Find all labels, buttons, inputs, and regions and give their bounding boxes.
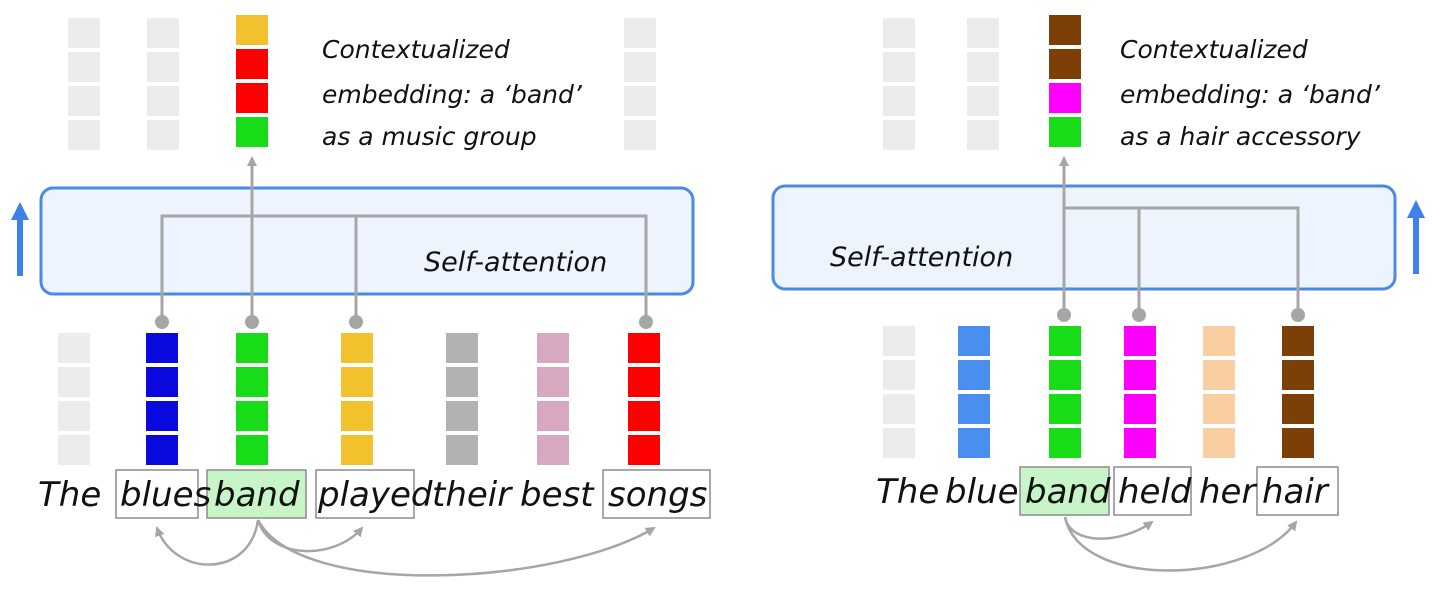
left-panel: Contextualized embedding: a ‘band’ as a …	[11, 15, 711, 577]
left-word-band: band	[214, 475, 300, 515]
left-output-cell	[236, 49, 268, 79]
left-word-box-band	[206, 469, 307, 519]
right-word-held: held	[1118, 472, 1192, 512]
right-direction-up-arrow-icon	[1407, 200, 1425, 274]
left-word-their: their	[432, 475, 513, 515]
right-self-attention-box	[771, 184, 1397, 291]
right-contextualized-embedding	[1049, 15, 1081, 147]
right-word-box-held	[1113, 466, 1192, 516]
left-input-embeddings	[58, 333, 660, 465]
left-output-cell	[236, 83, 268, 113]
right-word-hair: hair	[1262, 472, 1330, 512]
left-attention-dots	[155, 315, 653, 329]
left-word-boxes	[115, 469, 711, 519]
left-attention-lines	[160, 156, 648, 322]
left-contextualized-embedding	[236, 15, 268, 147]
left-word-played: played	[317, 475, 433, 515]
left-caption-line1: Contextualized	[322, 35, 510, 64]
left-self-attention-label: Self-attention	[424, 247, 607, 278]
left-word-blues: blues	[120, 475, 211, 515]
right-word-boxes	[1019, 466, 1339, 516]
right-output-cell	[1049, 83, 1081, 113]
right-output-blank-columns	[883, 18, 999, 150]
left-word-box-blues	[115, 469, 199, 519]
right-embedding-the	[883, 326, 915, 458]
left-word-songs: songs	[608, 475, 707, 515]
left-word-best: best	[520, 475, 595, 515]
right-word-blue: blue	[945, 472, 1019, 512]
right-word-the: The	[876, 472, 939, 512]
right-caption-line3: as a hair accessory	[1120, 122, 1362, 151]
right-word-band: band	[1025, 472, 1111, 512]
left-embedding-their	[446, 333, 478, 465]
left-direction-up-arrow-icon	[11, 202, 29, 276]
left-output-cell	[236, 117, 268, 147]
right-sentence: The blue band held her hair	[876, 472, 1330, 512]
left-relation-arcs	[155, 519, 656, 577]
left-embedding-band	[236, 333, 268, 465]
left-word-box-songs	[602, 469, 711, 519]
left-output-cell	[236, 15, 268, 45]
right-caption: Contextualized embedding: a ‘band’ as a …	[1120, 35, 1381, 151]
right-output-cell	[1049, 49, 1081, 79]
left-word-box-played	[315, 469, 415, 519]
right-embedding-held	[1124, 326, 1156, 458]
left-word-the: The	[38, 475, 101, 515]
left-sentence: The blues band played their best songs	[38, 475, 707, 515]
right-attention-lines	[1059, 156, 1300, 315]
left-caption-line3: as a music group	[322, 122, 537, 151]
left-embedding-songs	[628, 333, 660, 465]
right-attention-dots	[1057, 308, 1305, 322]
left-output-blank-columns	[68, 18, 656, 150]
right-input-embeddings	[883, 326, 1314, 458]
right-word-her: her	[1199, 472, 1257, 512]
left-embedding-played	[341, 333, 373, 465]
left-self-attention-box	[39, 186, 695, 296]
right-panel: Contextualized embedding: a ‘band’ as a …	[771, 15, 1425, 572]
left-caption: Contextualized embedding: a ‘band’ as a …	[322, 35, 583, 151]
right-word-box-hair	[1256, 466, 1339, 516]
right-embedding-hair	[1282, 326, 1314, 458]
right-self-attention-label: Self-attention	[830, 242, 1013, 273]
left-embedding-best	[537, 333, 569, 465]
right-caption-line1: Contextualized	[1120, 35, 1308, 64]
right-word-box-band	[1019, 466, 1110, 516]
left-embedding-blues	[146, 333, 178, 465]
right-embedding-band	[1049, 326, 1081, 458]
right-output-cell	[1049, 15, 1081, 45]
left-caption-line2: embedding: a ‘band’	[322, 80, 583, 109]
left-embedding-the	[58, 333, 90, 465]
right-output-cell	[1049, 117, 1081, 147]
right-relation-arcs	[1063, 516, 1298, 572]
right-embedding-her	[1203, 326, 1235, 458]
right-embedding-blue	[958, 326, 990, 458]
right-caption-line2: embedding: a ‘band’	[1120, 80, 1381, 109]
